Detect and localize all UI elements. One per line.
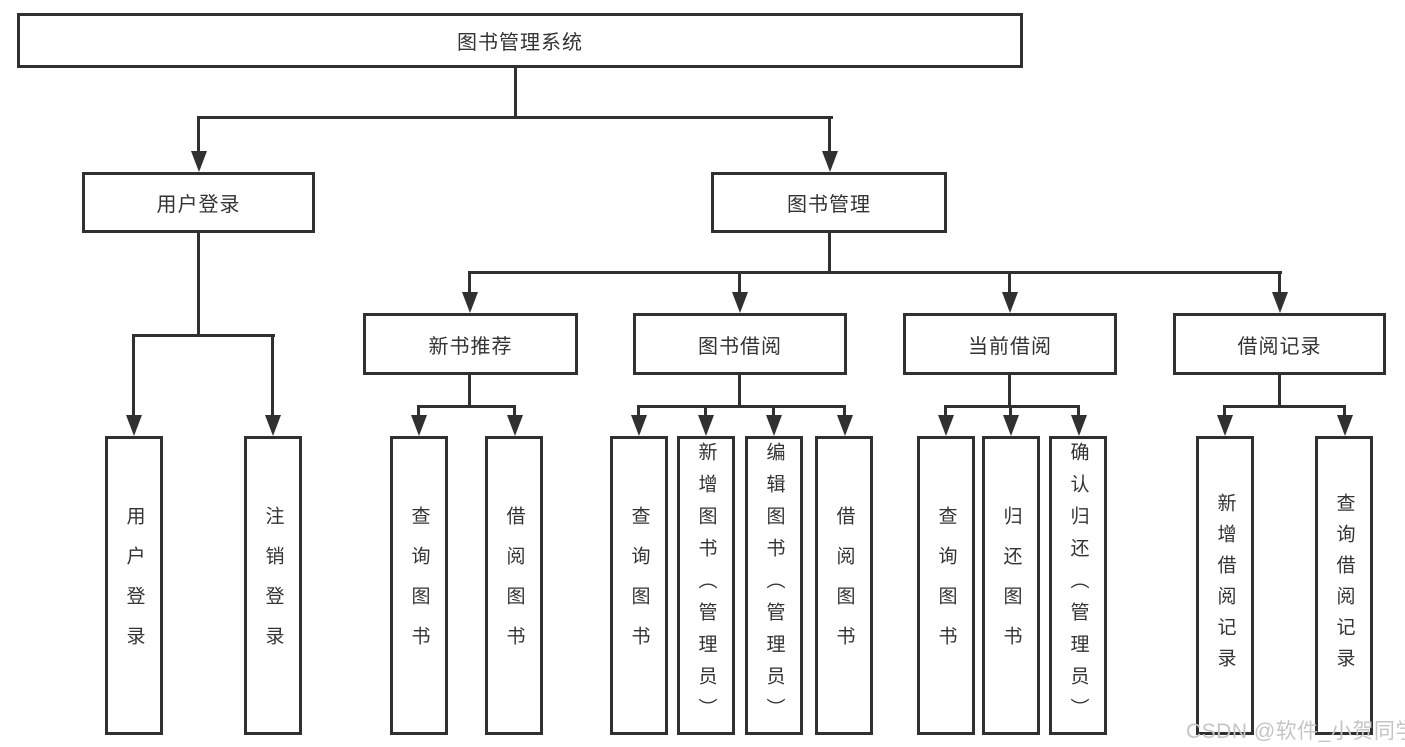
connector-new-book-splitter bbox=[417, 405, 516, 408]
connector-book-borrow-stem bbox=[738, 374, 741, 408]
node-borrowing-records: 借阅记录 bbox=[1173, 313, 1386, 375]
node-new-book-recommend: 新书推荐 bbox=[363, 313, 578, 375]
arrow-down-icon bbox=[732, 292, 748, 313]
leaf-logout: 注销登录 bbox=[244, 436, 302, 735]
connector-level2-splitter bbox=[468, 271, 1282, 274]
csdn-watermark: CSDN @软件_小贺同学 bbox=[1186, 720, 1405, 743]
leaf-label: 新增借阅记录 bbox=[1214, 492, 1236, 679]
arrow-down-icon bbox=[411, 415, 427, 436]
node-label: 图书借阅 bbox=[698, 335, 782, 358]
node-book-management: 图书管理 bbox=[711, 172, 947, 233]
connector-arrow-line bbox=[1343, 405, 1346, 415]
arrow-down-icon bbox=[265, 415, 281, 436]
leaf-label: 查询图书 bbox=[935, 505, 957, 666]
arrow-down-icon bbox=[1002, 292, 1018, 313]
arrow-down-icon bbox=[462, 292, 478, 313]
connector-borrow-record-splitter bbox=[1223, 405, 1346, 408]
connector-current-borrow-stem bbox=[1008, 374, 1011, 408]
arrow-down-icon bbox=[938, 415, 954, 436]
node-book-borrowing: 图书借阅 bbox=[633, 313, 847, 375]
arrow-down-icon bbox=[1003, 415, 1019, 436]
connector-user-login-stem bbox=[197, 232, 200, 337]
leaf-label: 查询图书 bbox=[628, 505, 650, 666]
arrow-down-icon bbox=[822, 151, 838, 172]
arrow-down-icon bbox=[837, 415, 853, 436]
connector-book-mgmt-stem bbox=[828, 232, 831, 274]
leaf-label: 新增图书（管理员） bbox=[695, 441, 717, 730]
leaf-label: 归还图书 bbox=[1000, 505, 1022, 666]
connector-root-stem bbox=[514, 66, 517, 118]
leaf-label: 编辑图书（管理员） bbox=[763, 441, 785, 730]
leaf-label: 借阅图书 bbox=[503, 505, 525, 666]
leaf-query-books-borrow: 查询图书 bbox=[610, 436, 668, 735]
leaf-borrow-books-recommend: 借阅图书 bbox=[485, 436, 543, 735]
leaf-user-login: 用户登录 bbox=[105, 436, 163, 735]
leaf-edit-books-admin: 编辑图书（管理员） bbox=[745, 436, 803, 735]
leaf-query-books-recommend: 查询图书 bbox=[390, 436, 448, 735]
arrow-down-icon bbox=[1071, 415, 1087, 436]
connector-arrow-line bbox=[843, 405, 846, 415]
arrow-down-icon bbox=[191, 151, 207, 172]
connector-arrow-line bbox=[417, 405, 420, 415]
leaf-label: 注销登录 bbox=[262, 505, 284, 666]
arrow-down-icon bbox=[698, 415, 714, 436]
connector-book-borrow-splitter bbox=[637, 405, 846, 408]
connector-arrow-line-current-borrow bbox=[1008, 271, 1011, 292]
arrow-down-icon bbox=[507, 415, 523, 436]
connector-arrow-line-user-login bbox=[197, 116, 200, 152]
leaf-label: 确认归还（管理员） bbox=[1067, 441, 1089, 730]
connector-arrow-line bbox=[1009, 405, 1012, 415]
node-label: 借阅记录 bbox=[1237, 335, 1322, 358]
connector-new-book-stem bbox=[468, 374, 471, 408]
arrow-down-icon bbox=[1272, 292, 1288, 313]
node-label: 当前借阅 bbox=[968, 335, 1052, 358]
leaf-add-borrow-record: 新增借阅记录 bbox=[1196, 436, 1254, 735]
connector-level1-splitter bbox=[197, 116, 833, 119]
connector-arrow-line bbox=[704, 405, 707, 415]
connector-arrow-line-new-book bbox=[468, 271, 471, 292]
connector-user-login-splitter bbox=[132, 334, 275, 337]
leaf-query-books-current: 查询图书 bbox=[917, 436, 975, 735]
connector-arrow-line-book-borrow bbox=[738, 271, 741, 292]
leaf-label: 查询借阅记录 bbox=[1333, 492, 1355, 679]
leaf-label: 用户登录 bbox=[123, 505, 145, 666]
arrow-down-icon bbox=[766, 415, 782, 436]
leaf-return-books: 归还图书 bbox=[982, 436, 1040, 735]
arrow-down-icon bbox=[1337, 415, 1353, 436]
node-label: 图书管理 bbox=[787, 194, 871, 216]
leaf-add-books-admin: 新增图书（管理员） bbox=[677, 436, 735, 735]
node-library-management-system: 图书管理系统 bbox=[17, 13, 1023, 68]
arrow-down-icon bbox=[126, 415, 142, 436]
connector-arrow-line bbox=[513, 405, 516, 415]
connector-arrow-line bbox=[1223, 405, 1226, 415]
connector-borrow-record-stem bbox=[1278, 374, 1281, 408]
node-label: 用户登录 bbox=[156, 194, 241, 216]
arrow-down-icon bbox=[631, 415, 647, 436]
leaf-borrow-books: 借阅图书 bbox=[815, 436, 873, 735]
connector-arrow-line bbox=[772, 405, 775, 415]
connector-arrow-line-leaf-logout bbox=[271, 334, 274, 415]
node-label: 图书管理系统 bbox=[457, 32, 583, 54]
node-user-login: 用户登录 bbox=[82, 172, 315, 233]
connector-arrow-line-leaf-user-login bbox=[132, 334, 135, 415]
leaf-query-borrow-record: 查询借阅记录 bbox=[1315, 436, 1373, 735]
leaf-confirm-return-admin: 确认归还（管理员） bbox=[1049, 436, 1107, 735]
connector-arrow-line-borrow-record bbox=[1278, 271, 1281, 292]
connector-arrow-line-book-mgmt bbox=[828, 116, 831, 152]
connector-arrow-line bbox=[637, 405, 640, 415]
connector-arrow-line bbox=[1077, 405, 1080, 415]
connector-current-borrow-splitter bbox=[944, 405, 1080, 408]
node-label: 新书推荐 bbox=[428, 335, 513, 358]
connector-arrow-line bbox=[944, 405, 947, 415]
arrow-down-icon bbox=[1217, 415, 1233, 436]
node-current-borrowing: 当前借阅 bbox=[903, 313, 1117, 375]
leaf-label: 借阅图书 bbox=[833, 505, 855, 666]
leaf-label: 查询图书 bbox=[408, 505, 430, 666]
